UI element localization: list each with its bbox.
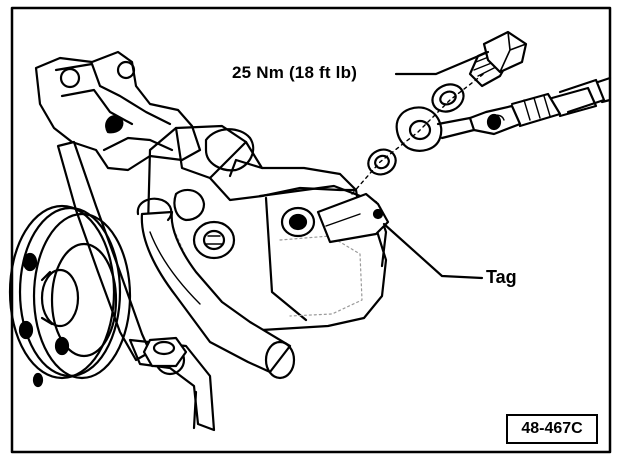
torque-leader-line <box>394 50 490 76</box>
pump-pulley-icon <box>8 204 132 388</box>
identification-tag-icon <box>316 192 390 244</box>
mounting-bracket-icon <box>34 50 216 432</box>
tag-callout-label: Tag <box>486 267 517 287</box>
assembly-axis-line <box>351 71 487 195</box>
tag-leader-line <box>382 222 484 280</box>
mounting-bolt-icon <box>142 336 188 368</box>
banjo-fitting-icon <box>395 106 476 152</box>
sealing-washer-icon <box>431 83 465 113</box>
banjo-bolt-icon <box>468 30 528 88</box>
torque-callout-label: 25 Nm (18 ft lb) <box>232 63 358 82</box>
figure-frame <box>10 6 612 454</box>
hose-icon <box>136 197 296 380</box>
pressure-line-icon <box>468 76 612 136</box>
sealing-washer-icon <box>367 148 397 176</box>
figure-id-label: 48-467C <box>506 414 598 444</box>
